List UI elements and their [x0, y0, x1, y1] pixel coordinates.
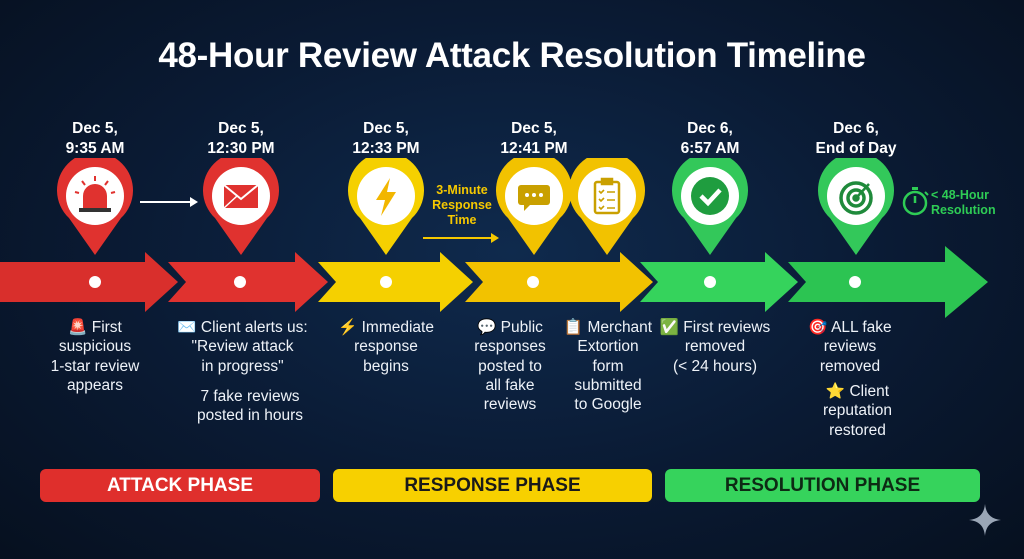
- sparkle-icon: [969, 504, 1001, 536]
- event-description: ⚡ Immediate response begins: [338, 319, 434, 375]
- envelope-icon: [223, 184, 259, 209]
- timeline-dot: [234, 276, 246, 288]
- event-extra-note: ⭐ Client reputation restored: [823, 383, 892, 439]
- arrow-segment-resolution-1: [640, 252, 798, 312]
- arrow-segment-response-2: [465, 252, 653, 312]
- event-date: Dec 5, 9:35 AM: [65, 120, 125, 157]
- timeline-dot: [380, 276, 392, 288]
- pin-checkmark: [670, 158, 750, 258]
- siren-icon: [74, 176, 116, 212]
- event-extra-note: 7 fake reviews posted in hours: [197, 388, 303, 425]
- event-description: 📋 Merchant Extortion form submitted to G…: [563, 319, 653, 414]
- arrow-right-icon: [423, 233, 499, 243]
- arrow-segment-response-1: [318, 252, 473, 312]
- timeline-dot: [527, 276, 539, 288]
- clipboard-icon: [593, 177, 621, 215]
- pin-clipboard: [567, 158, 647, 258]
- stopwatch-icon: [902, 187, 929, 216]
- pin-target: [816, 158, 896, 258]
- event-date: Dec 5, 12:33 PM: [352, 120, 420, 157]
- arrow-segment-attack-2: [168, 252, 328, 312]
- phase-attack: ATTACK PHASE: [40, 469, 320, 502]
- event-description: 💬 Public responses posted to all fake re…: [474, 319, 546, 414]
- chat-bubble-icon: [518, 185, 550, 211]
- pin-chat: [494, 158, 574, 258]
- response-time-note: 3-Minute Response Time: [432, 183, 492, 227]
- timeline-dot: [89, 276, 101, 288]
- arrow-right-icon: [140, 197, 198, 207]
- event-date: Dec 6, End of Day: [815, 120, 897, 157]
- event-description: ✅ First reviews removed (< 24 hours): [659, 319, 771, 375]
- phase-resolution: RESOLUTION PHASE: [665, 469, 980, 502]
- event-description: ✉️ Client alerts us: "Review attack in p…: [177, 319, 308, 375]
- event-date: Dec 5, 12:30 PM: [207, 120, 275, 157]
- resolution-note: < 48-Hour Resolution: [931, 188, 996, 217]
- lightning-icon: [376, 178, 396, 216]
- timeline-dot: [704, 276, 716, 288]
- pin-envelope: [201, 158, 281, 258]
- arrow-segment-resolution-2: [788, 246, 988, 318]
- event-date: Dec 6, 6:57 AM: [680, 120, 740, 157]
- event-date: Dec 5, 12:41 PM: [500, 120, 568, 157]
- checkmark-icon: [691, 177, 729, 215]
- pin-siren: [55, 158, 135, 258]
- target-icon: [839, 181, 873, 215]
- event-description: 🎯 ALL fake reviews removed: [808, 319, 892, 375]
- phase-response: RESPONSE PHASE: [333, 469, 652, 502]
- timeline-arrow-band: [0, 246, 988, 318]
- timeline-dot: [849, 276, 861, 288]
- event-description: 🚨 First suspicious 1-star review appears: [50, 319, 140, 394]
- page-title: 48-Hour Review Attack Resolution Timelin…: [158, 36, 866, 75]
- pin-lightning: [346, 158, 426, 258]
